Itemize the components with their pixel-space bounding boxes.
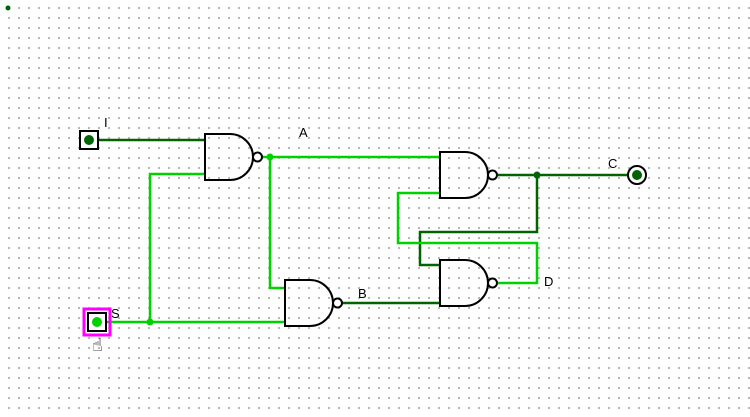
nand-gate-1[interactable]	[204, 133, 263, 181]
nand-gate-4[interactable]	[439, 259, 498, 307]
label-node-a: A	[299, 125, 308, 140]
wire-c-feedback[interactable]	[418, 175, 539, 267]
output-pin-c[interactable]	[627, 165, 647, 185]
junction-dot-s	[146, 318, 154, 326]
nand-gate-1-bubble-icon	[252, 151, 263, 163]
wire-a-branch[interactable]	[268, 157, 285, 290]
nand-gate-3-body	[439, 151, 489, 199]
canvas-corner-dot	[5, 5, 11, 11]
nand-gate-4-bubble-icon	[487, 277, 498, 289]
label-node-d: D	[544, 274, 553, 289]
input-pin-i[interactable]	[79, 130, 99, 150]
wire-node-d-feedback[interactable]	[396, 191, 539, 285]
nand-gate-1-body	[204, 133, 254, 181]
output-pin-c-state-dot	[632, 170, 642, 180]
selection-highlight	[82, 307, 112, 337]
input-pin-s[interactable]	[82, 307, 112, 337]
input-pin-i-state-dot	[84, 135, 94, 145]
label-output-c: C	[608, 156, 617, 171]
label-node-b: B	[358, 286, 367, 301]
label-input-s: S	[111, 306, 120, 321]
poke-hand-cursor-icon: ☝	[92, 335, 103, 356]
wire-s-branch[interactable]	[148, 172, 205, 322]
nand-gate-4-body	[439, 259, 489, 307]
nand-gate-3[interactable]	[439, 151, 498, 199]
nand-gate-2-body	[284, 279, 334, 327]
nand-gate-3-bubble-icon	[487, 169, 498, 181]
junction-dot-c	[533, 171, 541, 179]
nand-gate-2-bubble-icon	[332, 297, 343, 309]
label-input-i: I	[104, 115, 108, 130]
input-pin-s-state-dot	[92, 317, 102, 327]
junction-dot-a	[266, 153, 274, 161]
nand-gate-2[interactable]	[284, 279, 343, 327]
